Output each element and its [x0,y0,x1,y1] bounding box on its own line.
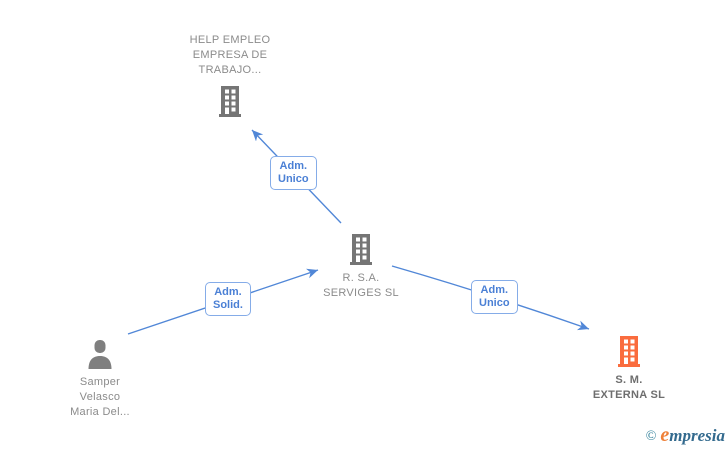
node-sm-externa[interactable]: S. M. EXTERNA SL [554,336,704,403]
brand-name: mpresia [669,426,725,445]
node-label: S. M. EXTERNA SL [592,374,666,401]
node-label: HELP EMPLEO EMPRESA DE TRABAJO... [189,34,271,76]
edge-label-adm-solid[interactable]: Adm. Solid. [205,282,251,316]
edge-label-adm-unico-top[interactable]: Adm. Unico [270,156,317,190]
node-samper-velasco[interactable]: Samper Velasco Maria Del... [25,339,175,420]
copyright-icon: © [645,429,657,444]
edge-label-adm-unico-right[interactable]: Adm. Unico [471,280,518,314]
empresia-logo[interactable]: ©empresia [646,424,725,447]
building-icon [618,336,640,367]
brand-initial: e [660,424,670,446]
node-label: Samper Velasco Maria Del... [70,376,130,418]
person-icon [88,340,112,369]
building-icon [219,86,241,117]
node-rsa-serviges[interactable]: R. S.A. SERVIGES SL [286,234,436,301]
node-label: R. S.A. SERVIGES SL [323,272,399,299]
node-help-empleo[interactable]: HELP EMPLEO EMPRESA DE TRABAJO... [155,33,305,117]
building-icon [350,234,372,265]
